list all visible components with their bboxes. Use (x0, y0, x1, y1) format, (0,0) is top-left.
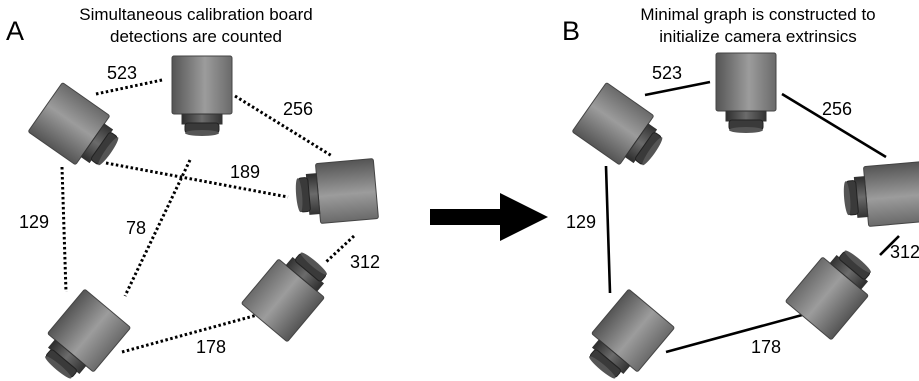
weight-b-523: 523 (652, 63, 682, 83)
camera-a-top (171, 55, 233, 137)
edge-b-523 (644, 80, 711, 97)
camera-a-right (293, 158, 379, 226)
panel-b-caption-line1: Minimal graph is constructed to (640, 5, 875, 24)
edge-a-78 (123, 159, 192, 297)
edge-b-129 (604, 165, 612, 294)
edge-a-256 (234, 94, 333, 158)
weight-a-189: 189 (230, 162, 260, 182)
panel-a: A Simultaneous calibration board detecti… (6, 5, 380, 381)
edge-b-256 (781, 92, 887, 159)
camera-b-lower-right (784, 239, 884, 341)
weight-a-523: 523 (107, 63, 137, 83)
camera-b-top (715, 52, 777, 134)
weight-a-78: 78 (126, 218, 146, 238)
panel-a-caption-line1: Simultaneous calibration board (79, 5, 312, 24)
panel-b-letter: B (562, 16, 580, 46)
weight-a-256: 256 (283, 99, 313, 119)
weight-b-256: 256 (822, 99, 852, 119)
edge-a-189 (105, 161, 289, 199)
weight-a-312: 312 (350, 252, 380, 272)
panel-a-letter: A (6, 16, 24, 46)
edge-a-312 (324, 234, 356, 264)
edge-a-129 (60, 166, 68, 293)
camera-a-bottom-left (32, 288, 132, 381)
transition-arrow (430, 193, 548, 241)
weight-a-178: 178 (196, 337, 226, 357)
edge-b-312 (879, 235, 900, 256)
panel-b-caption-line2: initialize camera extrinsics (659, 27, 856, 46)
weight-a-129: 129 (19, 212, 49, 232)
panel-a-caption-line2: detections are counted (110, 27, 282, 46)
weight-b-178: 178 (751, 337, 781, 357)
camera-b-bottom-left (576, 288, 676, 381)
camera-b-upper-left (571, 81, 673, 179)
edge-a-523 (95, 78, 163, 96)
camera-b-right (841, 161, 919, 229)
camera-a-lower-right (240, 241, 340, 343)
weight-b-129: 129 (566, 212, 596, 232)
weight-b-312: 312 (890, 242, 919, 262)
panel-b: B Minimal graph is constructed to initia… (562, 5, 919, 381)
